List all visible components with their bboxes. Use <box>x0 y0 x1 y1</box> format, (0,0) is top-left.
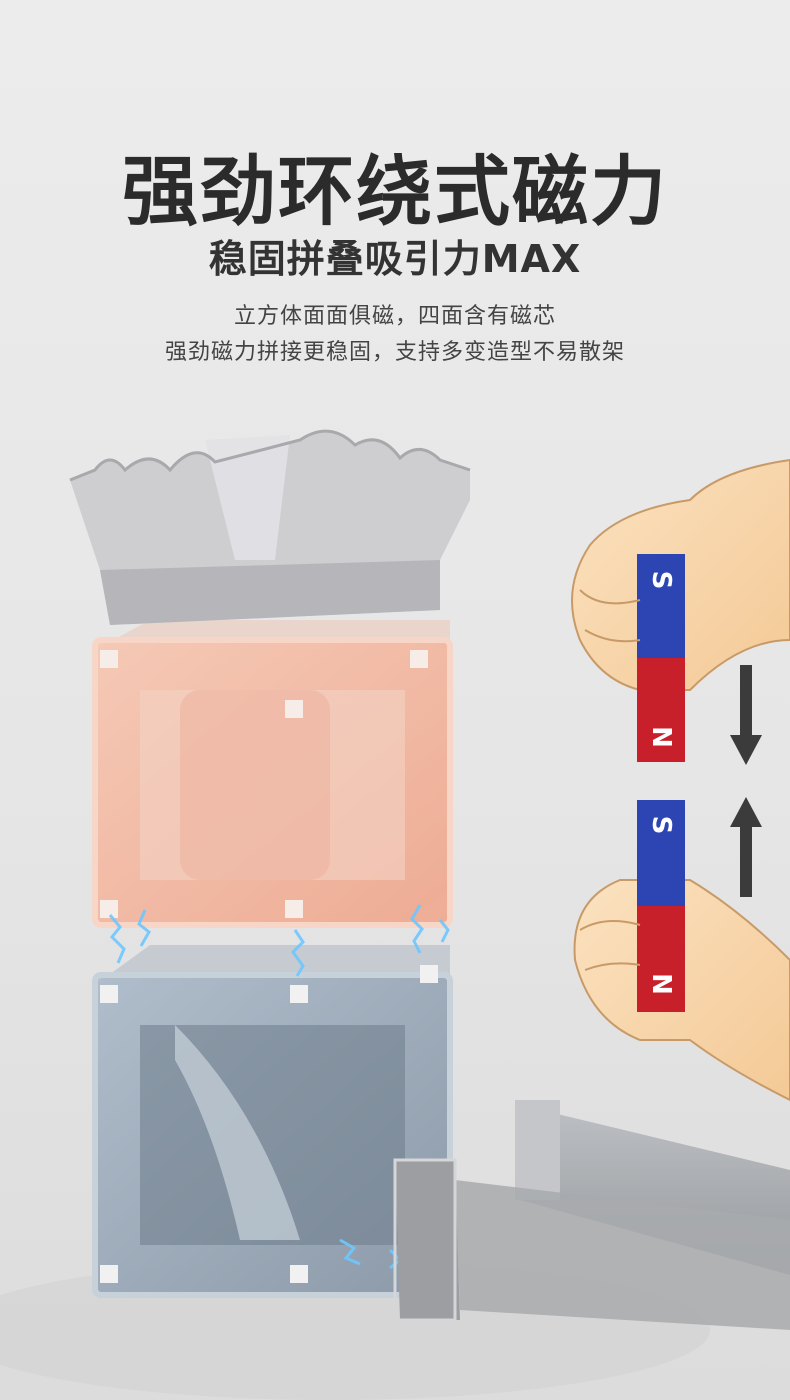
bottom-hand-with-magnet: S N <box>573 800 790 1102</box>
top-magnet-red-half <box>637 658 685 762</box>
marble-track-piece <box>393 1100 790 1330</box>
magnetic-spark-effect <box>108 904 450 1270</box>
bottom-magnet-red-half <box>637 906 685 1012</box>
blue-magnetic-cube <box>92 945 453 1298</box>
arrow-up-icon <box>730 797 762 897</box>
description-line-1: 立方体面面俱磁，四面含有磁芯 <box>233 304 556 329</box>
description-line-2: 强劲磁力拼接更稳固，支持多变造型不易散架 <box>164 340 625 365</box>
top-hand-with-magnet: S N <box>571 458 790 762</box>
top-magnet-blue-half <box>637 554 685 658</box>
bottom-magnet-upper-pole: S <box>646 816 676 835</box>
page-subtitle: 稳固拼叠吸引力MAX <box>208 237 582 281</box>
funnel-top-piece <box>69 429 471 625</box>
bottom-magnet-lower-pole: N <box>646 973 676 995</box>
bottom-magnet-blue-half <box>637 800 685 906</box>
top-magnet-lower-pole: N <box>646 726 676 748</box>
arrow-down-icon <box>730 665 762 765</box>
top-magnet-upper-pole: S <box>646 571 676 590</box>
pink-magnetic-cube <box>92 620 453 928</box>
page-title: 强劲环绕式磁力 <box>122 147 668 236</box>
